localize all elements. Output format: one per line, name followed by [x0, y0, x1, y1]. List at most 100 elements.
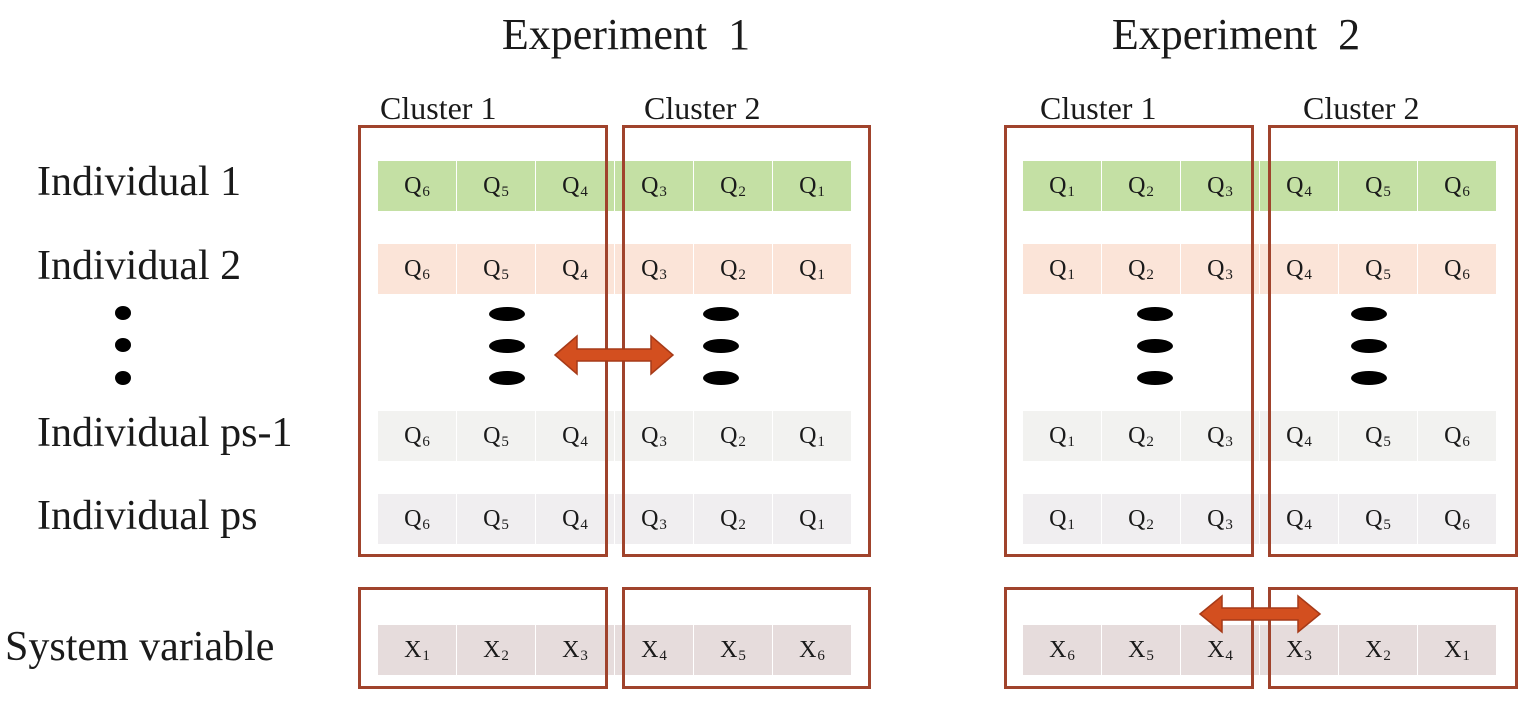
cell-letter: Q [720, 256, 738, 282]
cell-subscript: 5 [1146, 647, 1154, 664]
cell-letter: Q [1365, 173, 1383, 199]
cell-subscript: 1 [1462, 647, 1470, 664]
cell-letter: X [1286, 637, 1304, 663]
row-label-individual-2: Individual 2 [37, 243, 242, 289]
experiment-1-cluster-2-system-frame [622, 587, 871, 689]
cell-subscript: 4 [1304, 433, 1312, 450]
row-label-individual-ps: Individual ps [37, 493, 258, 539]
ellipsis-dot [115, 371, 131, 385]
cell-subscript: 2 [1146, 266, 1154, 283]
cell-subscript: 4 [659, 647, 667, 664]
cell-letter: Q [799, 173, 817, 199]
cell-letter: Q [1207, 506, 1225, 532]
cell-subscript: 2 [738, 516, 746, 533]
cell-subscript: 2 [738, 433, 746, 450]
cell-letter: Q [799, 256, 817, 282]
cell-subscript: 4 [580, 266, 588, 283]
experiment-1-cluster-1-frame [358, 125, 608, 557]
cell-letter: Q [641, 173, 659, 199]
cell-letter: X [1049, 637, 1067, 663]
experiment-1-cluster-2-label: Cluster 2 [644, 90, 761, 126]
ellipsis-dot [115, 306, 131, 320]
cell-letter: Q [1049, 256, 1067, 282]
cell-letter: Q [1128, 423, 1146, 449]
experiment-1-title: Experiment 1 [501, 10, 751, 59]
cell-subscript: 3 [1225, 433, 1233, 450]
cell-subscript: 3 [580, 647, 588, 664]
cell-subscript: 2 [1146, 516, 1154, 533]
cell-subscript: 6 [422, 266, 430, 283]
cell-letter: X [720, 637, 738, 663]
cell-letter: Q [720, 423, 738, 449]
cell-subscript: 5 [1383, 433, 1391, 450]
cell-subscript: 4 [1304, 516, 1312, 533]
cell-subscript: 3 [659, 433, 667, 450]
cell-letter: Q [1444, 506, 1462, 532]
cell-letter: X [1365, 637, 1383, 663]
cell-letter: Q [1207, 423, 1225, 449]
cell-letter: Q [1128, 173, 1146, 199]
cell-letter: Q [1365, 423, 1383, 449]
cell-letter: Q [404, 173, 422, 199]
cell-subscript: 2 [738, 183, 746, 200]
experiment-1-cluster-1-system-frame [358, 587, 608, 689]
cell-letter: Q [799, 506, 817, 532]
cell-letter: Q [1207, 256, 1225, 282]
experiment-2-cluster-1-system-frame [1004, 587, 1254, 689]
cell-subscript: 6 [817, 647, 825, 664]
cell-letter: X [404, 637, 422, 663]
cell-letter: Q [1365, 256, 1383, 282]
cell-subscript: 2 [1146, 433, 1154, 450]
cell-letter: Q [1444, 173, 1462, 199]
experiment-2-cluster-1-label: Cluster 1 [1040, 90, 1157, 126]
cell-subscript: 3 [1225, 183, 1233, 200]
cell-letter: Q [562, 423, 580, 449]
cell-letter: Q [1049, 173, 1067, 199]
cell-subscript: 2 [738, 266, 746, 283]
cell-subscript: 1 [422, 647, 430, 664]
cell-letter: Q [720, 506, 738, 532]
cell-letter: X [1444, 637, 1462, 663]
cell-letter: X [1128, 637, 1146, 663]
cell-letter: Q [1207, 173, 1225, 199]
cell-letter: Q [483, 173, 501, 199]
cell-subscript: 5 [501, 266, 509, 283]
cell-subscript: 6 [1462, 516, 1470, 533]
cell-letter: Q [641, 506, 659, 532]
cell-letter: Q [720, 173, 738, 199]
cell-subscript: 1 [1067, 183, 1075, 200]
cell-letter: Q [562, 506, 580, 532]
cell-subscript: 1 [817, 183, 825, 200]
